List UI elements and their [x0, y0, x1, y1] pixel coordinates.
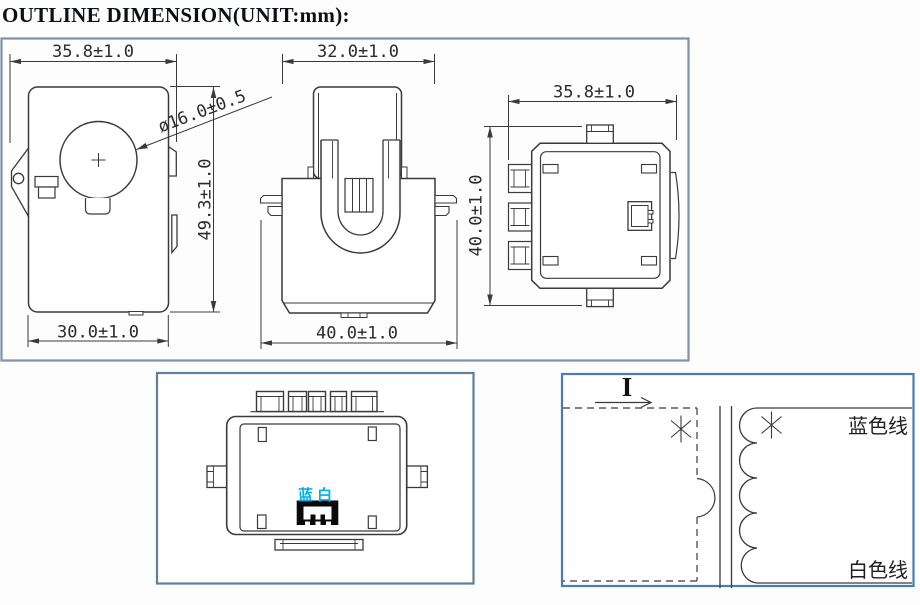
blue-wire-label: 蓝色线: [848, 415, 908, 438]
transformer-core: [719, 406, 733, 588]
rear-width-top-dim: 35.8±1.0: [553, 83, 635, 103]
front-view-drawing: [10, 86, 178, 316]
rear-connector: [627, 201, 654, 231]
rear-view-drawing: [507, 124, 680, 308]
front-width-top-dim: 35.8±1.0: [52, 42, 134, 62]
current-symbol: I: [622, 372, 633, 402]
connector-wire-color-label: 蓝 白: [298, 486, 332, 504]
wire-connector: [296, 500, 339, 525]
front-height-dim: 49.3±1.0: [196, 159, 216, 241]
primary-conductor: [563, 407, 698, 582]
side-view-dimensions: [260, 54, 458, 349]
u-jaw-outer: [320, 140, 401, 254]
front-width-bottom-dim: 30.0±1.0: [57, 323, 139, 343]
primary-polarity-mark: [670, 415, 692, 443]
center-cross: [91, 153, 106, 167]
left-side-tab: [206, 465, 229, 489]
u-jaw-inner: [337, 140, 384, 236]
wiring-schematic: [563, 396, 912, 588]
rear-height-dim: 40.0±1.0: [467, 175, 487, 257]
current-arrow: [595, 396, 653, 409]
rear-latch: [671, 171, 680, 260]
bottom-view-device: [206, 390, 429, 551]
right-side-tab: [406, 465, 429, 489]
device-body: [225, 415, 408, 536]
primary-winding: [696, 477, 716, 518]
side-view-drawing: [259, 86, 458, 318]
hinge-hole: [12, 172, 25, 185]
hinge-knuckles: [507, 163, 533, 271]
side-width-bottom-dim: 40.0±1.0: [316, 324, 398, 344]
top-tabs: [250, 390, 384, 413]
rear-view-dimensions: [484, 95, 677, 306]
secondary-winding: [738, 407, 758, 584]
side-width-top-dim: 32.0±1.0: [317, 42, 399, 62]
secondary-polarity-mark: [761, 411, 782, 439]
page-title: OUTLINE DIMENSION(UNIT:mm):: [2, 3, 350, 27]
schematic-frame: [560, 372, 915, 588]
leader-line: [136, 96, 273, 150]
outline-dimension-frame: [0, 37, 690, 362]
front-view-dimensions: [9, 54, 273, 347]
white-wire-label: 白色线: [848, 559, 908, 582]
rear-body: [530, 142, 671, 290]
